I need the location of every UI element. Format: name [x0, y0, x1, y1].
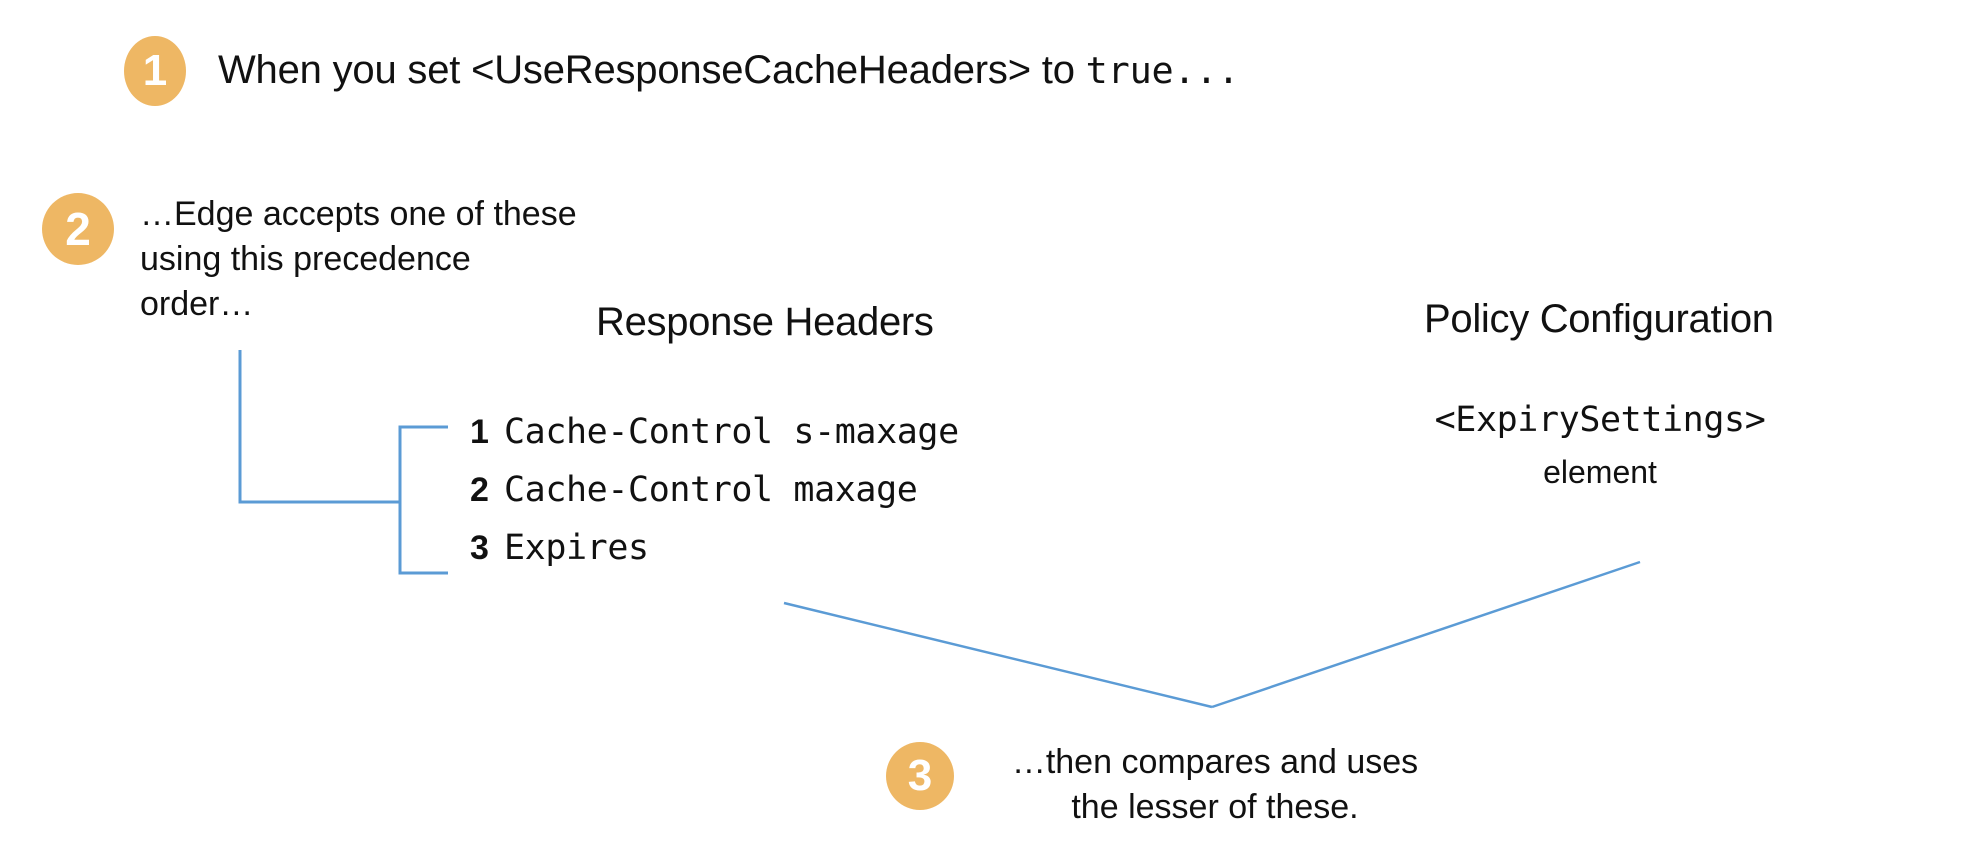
response-header-name: Expires — [504, 528, 649, 568]
step-3-text: …then compares and uses the lesser of th… — [980, 740, 1450, 830]
step-3-line-1: …then compares and uses — [1011, 743, 1419, 781]
connector-step2-to-bracket — [238, 350, 400, 504]
step-2-line-3: order… — [140, 285, 254, 324]
response-header-index: 1 — [470, 413, 489, 451]
response-header-item: 2 Cache-Control maxage — [470, 470, 959, 528]
response-header-item: 3 Expires — [470, 528, 959, 586]
response-header-index: 2 — [470, 471, 489, 509]
step-3-badge: 3 — [886, 742, 954, 810]
policy-configuration-heading: Policy Configuration — [1424, 297, 1774, 341]
step-1-badge: 1 — [124, 36, 186, 106]
bracket-response-headers — [398, 425, 448, 575]
connector-headers-to-step3 — [783, 601, 1213, 709]
step-2-line-1: …Edge accepts one of these — [140, 195, 577, 233]
response-header-item: 1 Cache-Control s-maxage — [470, 412, 959, 470]
policy-configuration-block: <ExpirySettings> element — [1380, 400, 1820, 491]
policy-element-suffix: element — [1543, 454, 1657, 490]
step-3-line-2: the lesser of these. — [1071, 787, 1359, 826]
response-headers-heading: Response Headers — [596, 300, 934, 344]
policy-element-name: <ExpirySettings> — [1434, 400, 1766, 440]
step-1-text-sans: When you set <UseResponseCacheHeaders> t… — [218, 48, 1086, 92]
step-1-text-mono: true... — [1085, 49, 1240, 92]
step-2-badge: 2 — [42, 193, 114, 265]
response-headers-list: 1 Cache-Control s-maxage 2 Cache-Control… — [470, 412, 959, 586]
step-1-text: When you set <UseResponseCacheHeaders> t… — [218, 48, 1240, 93]
step-2-text: …Edge accepts one of these using this pr… — [140, 192, 640, 328]
step-2-line-2: using this precedence — [140, 240, 471, 279]
connector-policy-to-step3 — [1211, 560, 1641, 709]
response-header-index: 3 — [470, 529, 489, 567]
response-header-name: Cache-Control s-maxage — [504, 412, 959, 452]
response-header-name: Cache-Control maxage — [504, 470, 918, 510]
